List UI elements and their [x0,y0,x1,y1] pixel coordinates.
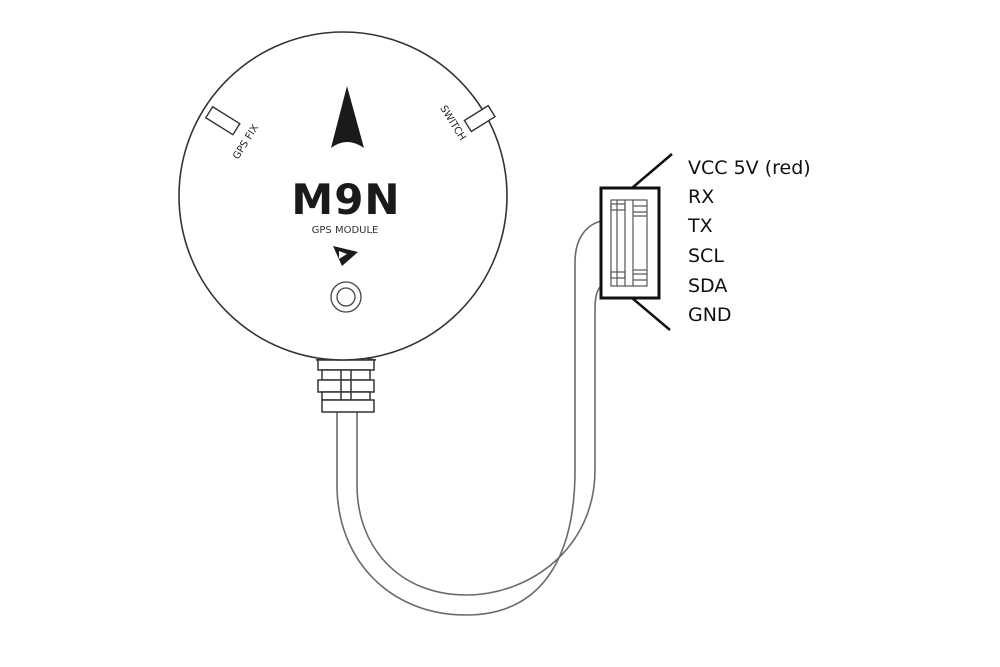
module-body [178,31,508,361]
pin-label-scl: SCL [688,245,724,267]
connector-housing [599,186,661,300]
pin-label-rx: RX [688,186,715,208]
button-icon [330,281,362,313]
pin-label-gnd: GND [688,304,732,326]
gnd-leader-line [631,297,671,331]
gps-module: GPS FIX SWITCH M9N GPS MODULE [178,31,508,361]
gps-fix-led [204,105,241,136]
north-arrow-icon [331,86,364,148]
switch-led [463,104,497,133]
pin-label-tx: TX [688,215,713,237]
module-subtitle: GPS MODULE [312,225,379,236]
connector [599,153,673,331]
cable [336,219,615,616]
model-title: M9N [291,175,400,224]
pin-label-vcc: VCC 5V (red) [688,157,811,179]
brand-logo-icon [333,246,358,266]
pin-label-sda: SDA [688,275,728,297]
vcc-leader-line [631,153,673,189]
strain-relief [315,356,377,413]
